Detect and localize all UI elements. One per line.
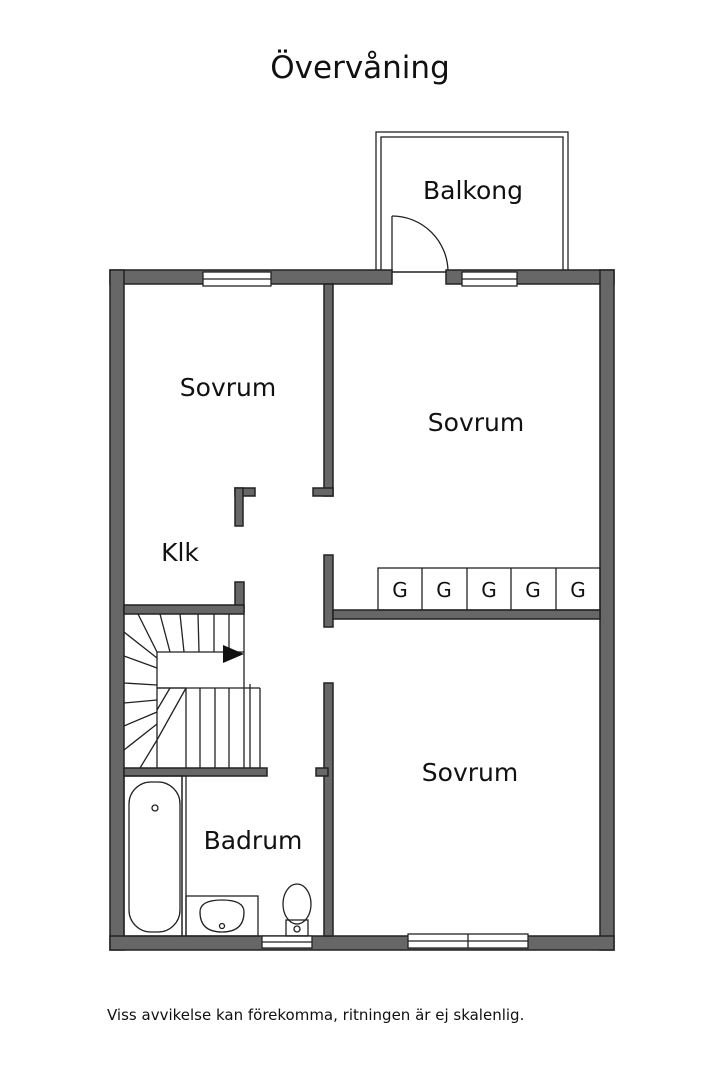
interior-walls [123,283,601,937]
plan-title: Övervåning [270,50,450,86]
wardrobes: G G G G G [377,567,601,611]
wardrobe-label: G [525,578,541,602]
wardrobe-label: G [436,578,452,602]
wardrobe-label: G [570,578,586,602]
disclaimer-text: Viss avvikelse kan förekomma, ritningen … [107,1006,525,1024]
wardrobe-label: G [481,578,497,602]
room-label-closet: Klk [161,538,199,567]
staircase [123,613,261,769]
room-label-bedroom-bottom-right: Sovrum [422,758,518,787]
window-bottom-right [407,933,529,949]
windows [202,271,529,949]
room-label-bedroom-top-right: Sovrum [428,408,524,437]
toilet [282,883,312,937]
sink [185,895,259,937]
room-label-bedroom-top-left: Sovrum [180,373,276,402]
wardrobe-label: G [392,578,408,602]
window-top-left [202,271,272,287]
room-label-bathroom: Badrum [204,826,303,855]
balcony-door [391,215,449,273]
stair-arrow-icon [223,645,244,663]
window-bottom-bath [261,935,313,949]
window-top-right [461,271,518,287]
bathtub [123,775,183,937]
room-label-balcony: Balkong [423,176,523,205]
